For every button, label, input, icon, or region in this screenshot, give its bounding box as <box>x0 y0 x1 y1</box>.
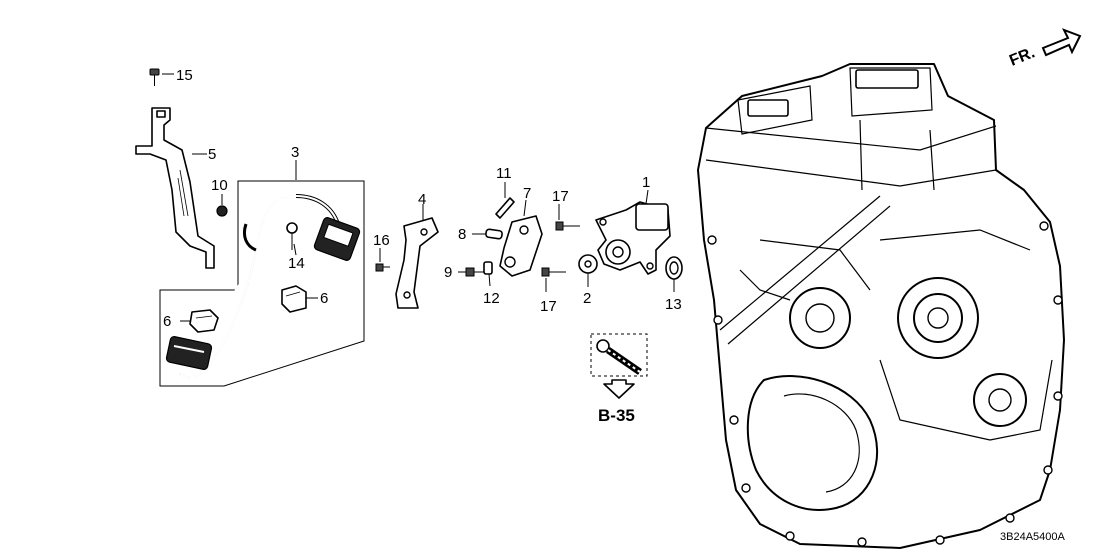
callout-12: 12 <box>483 290 500 307</box>
front-direction-label: FR. <box>1007 44 1037 69</box>
part-9-bolt <box>458 267 484 277</box>
part-7-control-arm <box>499 199 543 277</box>
callout-13: 13 <box>665 296 682 313</box>
callout-16: 16 <box>373 232 390 249</box>
callout-6-right: 6 <box>320 290 328 307</box>
callout-8: 8 <box>458 226 466 243</box>
part-5-harness-bracket <box>135 107 215 269</box>
part-1-position-sensor <box>595 189 671 275</box>
callout-17-lower: 17 <box>540 298 557 315</box>
callout-11: 11 <box>496 165 512 182</box>
callout-15: 15 <box>176 67 193 84</box>
callout-6-left: 6 <box>163 313 171 330</box>
callout-1: 1 <box>642 174 650 191</box>
part-11-pin <box>495 182 515 219</box>
callout-17-upper: 17 <box>552 188 569 205</box>
transmission-case <box>697 63 1065 549</box>
part-6-connector-holder-left <box>180 309 219 333</box>
callout-10: 10 <box>211 177 228 194</box>
callout-2: 2 <box>583 290 591 307</box>
part-10-clip <box>216 194 228 217</box>
reference-arrow-icon <box>603 379 635 399</box>
part-4-stay-bracket <box>395 204 439 309</box>
part-2-seal <box>578 254 598 287</box>
part-16-bolt <box>375 248 390 272</box>
callout-9: 9 <box>444 264 452 281</box>
reference-label: B-35 <box>598 406 635 425</box>
reference-b35-group <box>590 333 648 399</box>
callout-7: 7 <box>523 185 531 202</box>
part-15-bolt <box>149 68 174 86</box>
part-17-bolt-upper <box>555 204 580 231</box>
part-13-oil-seal <box>665 256 683 292</box>
part-6-connector-holder-right <box>281 285 318 313</box>
callout-5: 5 <box>208 146 216 163</box>
part-14-clip <box>286 222 298 256</box>
part-3-sub-harness-group <box>159 160 365 387</box>
diagram-code: 3B24A5400A <box>1000 531 1065 543</box>
callout-3: 3 <box>291 144 299 161</box>
front-direction-indicator: FR. <box>1007 28 1082 70</box>
front-arrow-icon <box>1041 28 1082 57</box>
part-12-washer <box>483 261 493 287</box>
part-17-bolt-lower <box>541 267 566 292</box>
callout-4: 4 <box>418 191 426 208</box>
part-8-pin <box>472 228 503 240</box>
callout-14: 14 <box>288 255 305 272</box>
